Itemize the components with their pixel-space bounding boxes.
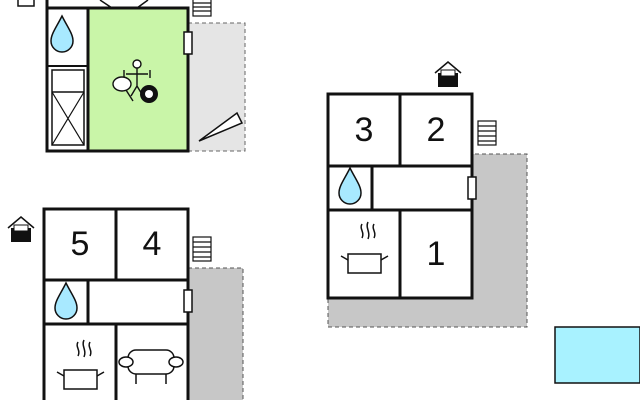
- water-drop-icon: [338, 166, 362, 205]
- sofa-icon: [118, 349, 184, 384]
- roof-lines-top: [99, 0, 149, 9]
- small-box-top: [17, 0, 35, 7]
- building-top-left: [17, 0, 246, 153]
- billiard-ball-icon: [140, 85, 158, 103]
- terrace-bottom-left: [187, 267, 244, 400]
- room-label: 3: [355, 111, 374, 149]
- sun-lounger-icon: [198, 111, 244, 142]
- kitchen-pot-icon: [340, 221, 389, 274]
- stairs-icon: [477, 120, 497, 146]
- storage-box: [51, 69, 85, 146]
- door-icon: [434, 61, 462, 87]
- building-right: 3 2 1: [326, 61, 528, 328]
- building-top-left-walls: [45, 0, 190, 153]
- room-label: 1: [427, 235, 446, 273]
- stairs-icon: [192, 236, 212, 262]
- building-bottom-left-walls: [42, 207, 190, 400]
- window-icon: [183, 31, 193, 55]
- window-icon: [467, 176, 477, 200]
- water-drop-icon: [50, 14, 74, 53]
- games-room: [88, 8, 188, 151]
- stairs-icon: [192, 0, 212, 17]
- room-label: 5: [71, 225, 90, 263]
- kitchen-pot-icon: [56, 339, 105, 390]
- table-tennis-icon: [112, 76, 134, 102]
- pool: [554, 326, 640, 384]
- table-football-icon: [123, 59, 151, 97]
- room-label: 4: [143, 225, 162, 263]
- water-drop-icon: [54, 281, 78, 320]
- room-label: 2: [427, 111, 446, 149]
- building-right-walls: [326, 92, 474, 300]
- door-icon: [7, 216, 35, 242]
- building-bottom-left: 5 4: [7, 207, 244, 400]
- window-icon: [183, 289, 193, 313]
